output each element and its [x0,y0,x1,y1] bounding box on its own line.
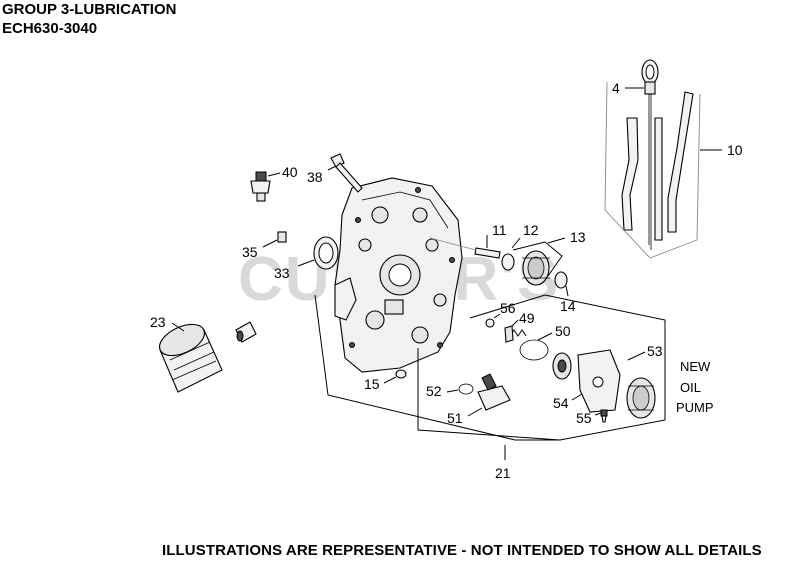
callout-51: 51 [447,410,463,426]
pickup-screen-51 [477,373,511,411]
oil-pressure-switch-40 [250,171,271,202]
callout-21: 21 [495,465,511,481]
pump-group-outline [417,294,666,441]
dowel-pin-11 [474,247,501,259]
callout-55: 55 [576,410,592,426]
callout-13: 13 [570,229,586,245]
callout-49: 49 [519,310,535,326]
disclaimer-footer: ILLUSTRATIONS ARE REPRESENTATIVE - NOT I… [162,542,762,559]
crankcase-cover [334,177,463,373]
pump-cover-54 [577,349,621,413]
oil-pump-rotor [552,352,572,380]
o-ring-50 [519,339,549,361]
note-pump: PUMP [676,400,714,415]
callout-14: 14 [560,298,576,314]
model-number: ECH630-3040 [2,20,98,37]
o-ring-15 [395,369,407,379]
callout-56: 56 [500,300,516,316]
callout-52: 52 [426,383,442,399]
group-21-bracket [314,294,560,441]
callout-15: 15 [364,376,380,392]
filter-adapter [235,321,257,343]
screw-55 [600,409,608,423]
bolt-38 [330,153,363,193]
callout-35: 35 [242,244,258,260]
note-oil: OIL [680,380,701,395]
group-title: GROUP 3-LUBRICATION [2,1,177,18]
callout-11: 11 [492,222,507,238]
oil-seal-33 [313,236,339,270]
callout-40: 40 [282,164,298,180]
washer-12 [501,253,515,271]
spacer-14 [554,271,568,289]
callout-38: 38 [307,169,323,185]
note-new: NEW [680,359,711,374]
callout-33: 33 [274,265,290,281]
governor-gear-13 [522,250,550,286]
relief-spring-49 [504,325,527,343]
callout-54: 54 [553,395,569,411]
callout-50: 50 [555,323,571,339]
diagram-header: GROUP 3-LUBRICATION ECH630-3040 [2,0,176,38]
callout-53: 53 [647,343,663,359]
pump-gear-53 [626,377,656,419]
dipstick-tube-assembly [604,59,701,259]
check-ball-56 [485,318,495,328]
plug-35 [277,231,287,243]
callout-23: 23 [150,314,166,330]
o-ring-52 [458,383,474,395]
callout-10: 10 [727,142,743,158]
callout-12: 12 [523,222,539,238]
callout-4: 4 [612,80,620,96]
oil-filter-23 [159,323,223,393]
